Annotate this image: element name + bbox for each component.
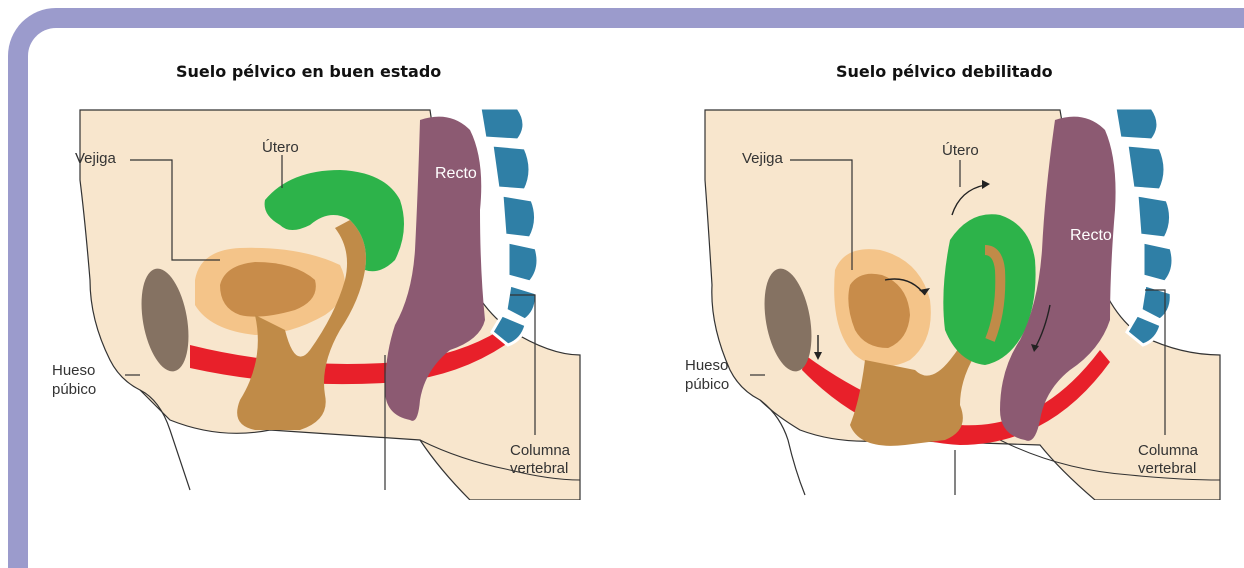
label-hueso: Hueso <box>685 357 728 374</box>
label-hueso: Hueso <box>52 362 95 379</box>
label-vejiga: Vejiga <box>75 150 117 167</box>
label-vertebral: vertebral <box>1138 460 1196 477</box>
label-utero: Útero <box>262 139 299 156</box>
label-vertebral: vertebral <box>510 460 568 477</box>
label-columna: Columna <box>510 442 571 459</box>
illustration-healthy: Vejiga Útero Recto Hueso púbico Columna … <box>40 100 600 500</box>
label-pubico: púbico <box>52 381 96 398</box>
label-recto: Recto <box>1070 227 1112 244</box>
panel-title-weakened: Suelo pélvico debilitado <box>836 62 1053 81</box>
label-recto: Recto <box>435 165 477 182</box>
label-pubico: púbico <box>685 376 729 393</box>
label-utero: Útero <box>942 142 979 159</box>
label-vejiga: Vejiga <box>742 150 784 167</box>
illustration-weakened: Vejiga Útero Recto Hueso púbico Columna … <box>640 100 1240 500</box>
panel-title-healthy: Suelo pélvico en buen estado <box>176 62 441 81</box>
label-columna: Columna <box>1138 442 1199 459</box>
